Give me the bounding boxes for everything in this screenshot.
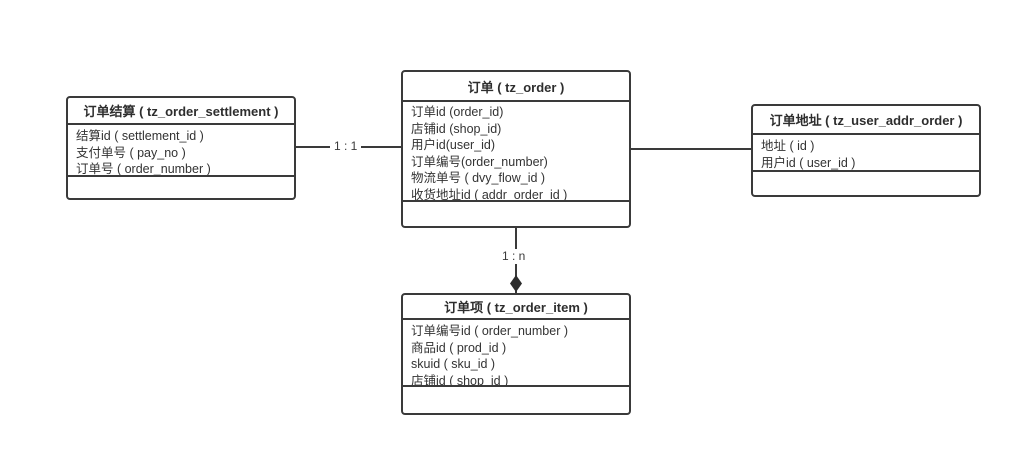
entity-field: 用户id ( user_id ) [761,155,856,170]
entity-fields: 订单id (order_id) 店铺id (shop_id) 用户id(user… [403,102,629,202]
entity-title: 订单结算 ( tz_order_settlement ) [68,98,294,125]
entity-order-item[interactable]: 订单项 ( tz_order_item ) 订单编号id ( order_num… [401,293,631,415]
entity-footer [403,202,629,226]
entity-field: 物流单号 ( dvy_flow_id ) [411,171,546,186]
entity-field: 订单id (order_id) [411,105,504,119]
entity-field: 店铺id ( shop_id ) [411,373,509,387]
entity-fields: 地址 ( id ) 用户id ( user_id ) [753,135,979,172]
diamond-arrow-icon [510,275,522,292]
entity-title: 订单 ( tz_order ) [403,72,629,102]
entity-fields: 结算id ( settlement_id ) 支付单号 ( pay_no ) 订… [68,125,294,177]
relationship-label-one-to-n: 1 : n [498,249,530,264]
entity-field: 订单编号(order_number) [411,154,548,169]
entity-field: 结算id ( settlement_id ) [76,129,204,143]
relationship-label-one-to-one: 1 : 1 [330,139,362,154]
entity-title: 订单地址 ( tz_user_addr_order ) [753,106,979,135]
entity-footer [403,387,629,413]
entity-order-settlement[interactable]: 订单结算 ( tz_order_settlement ) 结算id ( sett… [66,96,296,200]
entity-field: 用户id(user_id) [411,138,496,153]
entity-field: 地址 ( id ) [761,139,815,153]
entity-field: 店铺id (shop_id) [411,121,502,136]
entity-field: 支付单号 ( pay_no ) [76,145,186,160]
entity-footer [753,172,979,195]
entity-user-addr-order[interactable]: 订单地址 ( tz_user_addr_order ) 地址 ( id ) 用户… [751,104,981,197]
entity-footer [68,177,294,198]
entity-field: 订单号 ( order_number ) [76,162,211,177]
entity-field: 订单编号id ( order_number ) [411,324,568,338]
entity-field: skuid ( sku_id ) [411,357,496,372]
entity-field: 收货地址id ( addr_order_id ) [411,187,568,202]
entity-title: 订单项 ( tz_order_item ) [403,295,629,320]
entity-fields: 订单编号id ( order_number ) 商品id ( prod_id )… [403,320,629,387]
entity-field: 商品id ( prod_id ) [411,340,507,355]
entity-order[interactable]: 订单 ( tz_order ) 订单id (order_id) 店铺id (sh… [401,70,631,228]
connector-order-addr[interactable] [631,148,751,150]
